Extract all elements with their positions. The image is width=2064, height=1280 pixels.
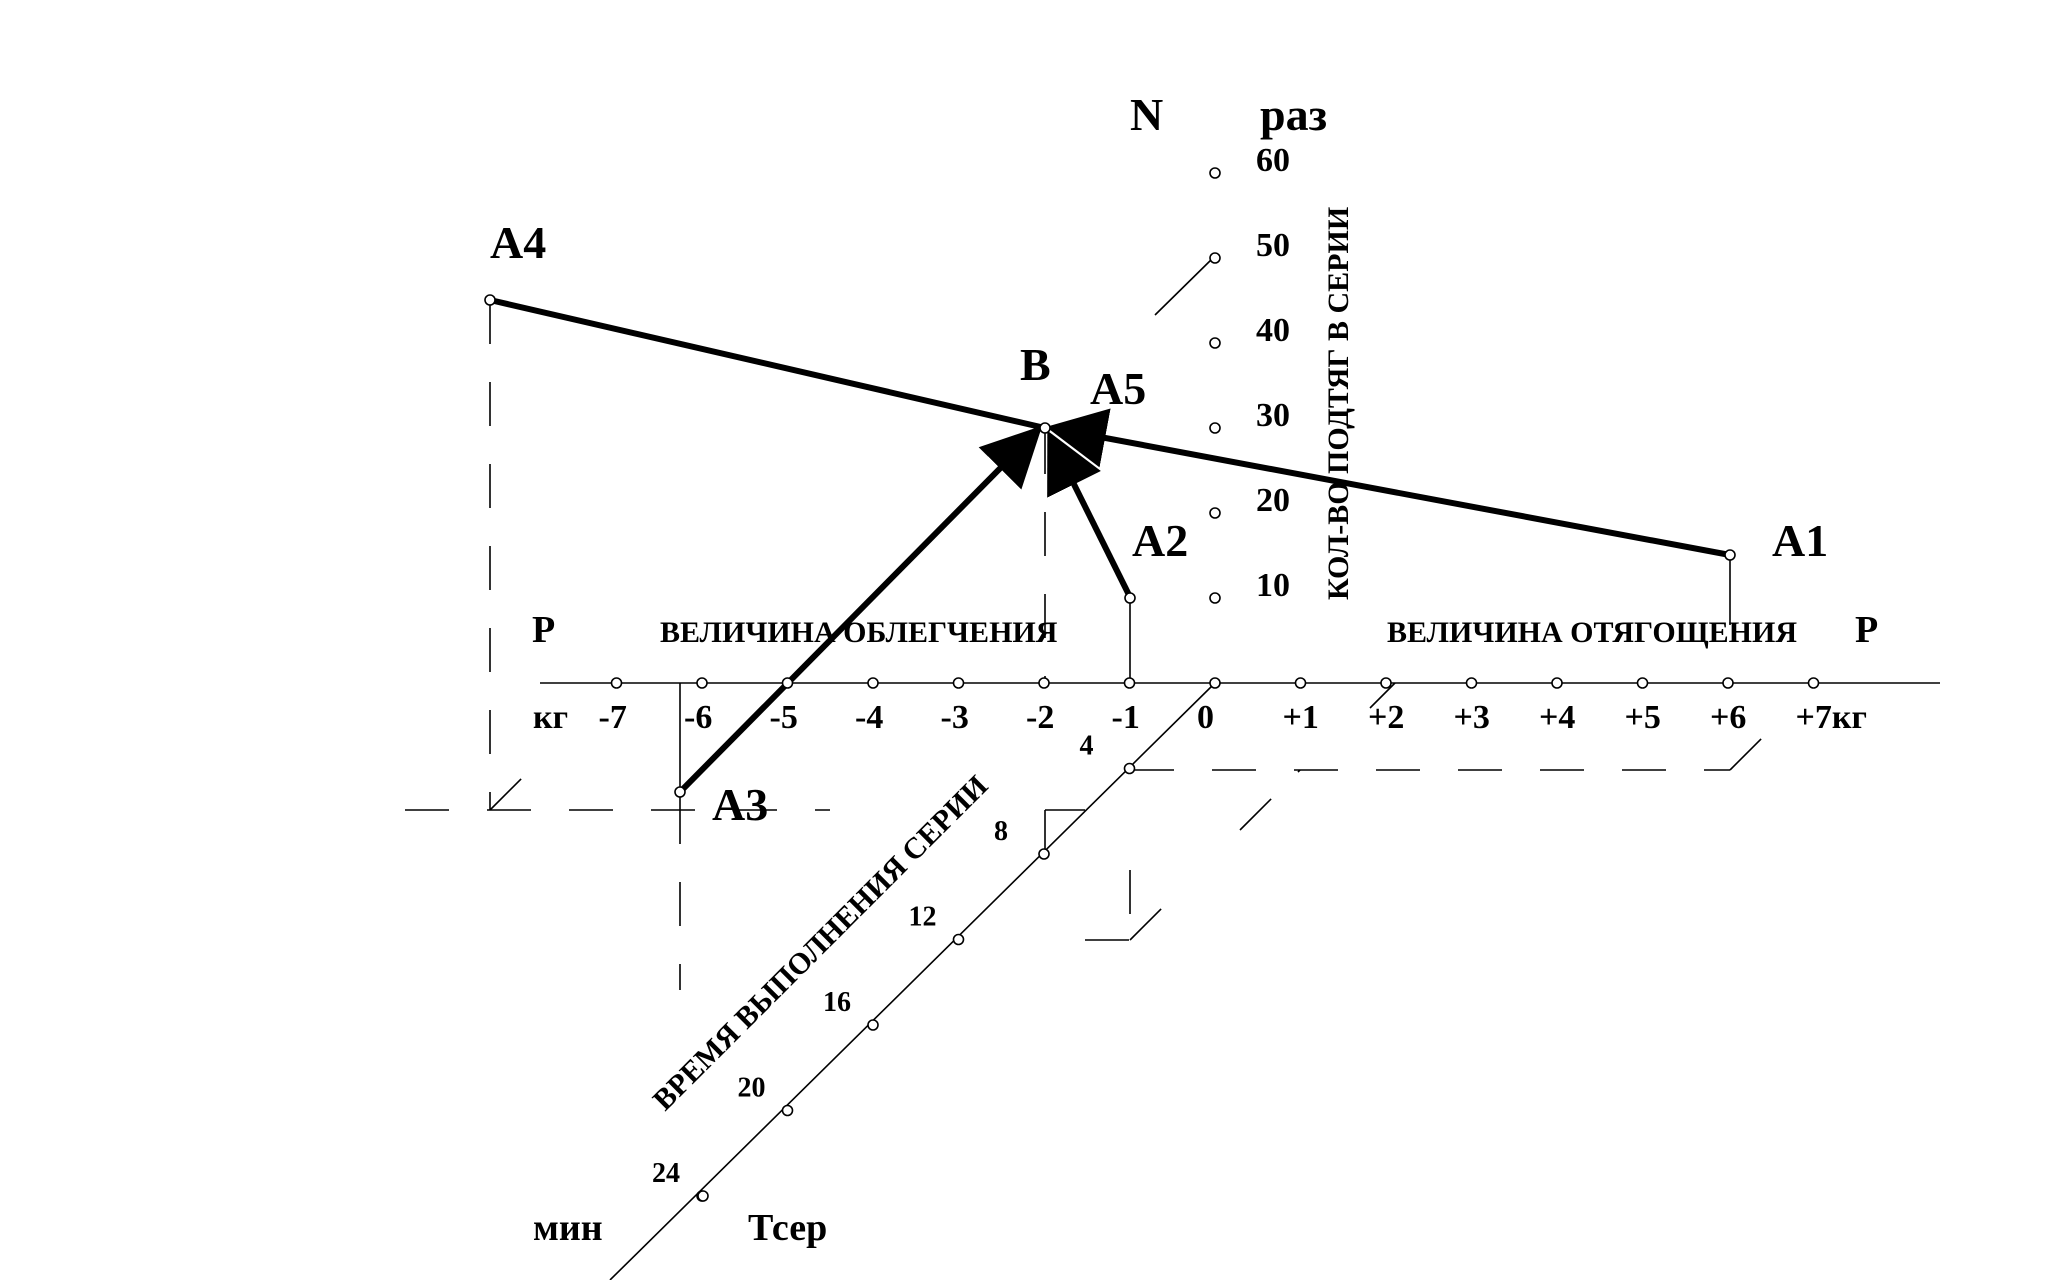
p-tick-label: +3	[1454, 699, 1490, 736]
time-axis	[609, 682, 1216, 1280]
point-a4-marker	[484, 294, 496, 306]
n-tick-dot	[1209, 592, 1221, 604]
p-tick-dot	[781, 677, 794, 689]
n-tick-label: 20	[1256, 482, 1290, 519]
point-label-a5: A5	[1090, 363, 1146, 414]
kg-left-label: кг	[533, 699, 568, 736]
p-tick-dot	[1294, 677, 1307, 689]
p-tick-label: 0	[1197, 699, 1214, 736]
p-tick-label: +5	[1625, 699, 1661, 736]
p-tick-label: -3	[941, 699, 969, 736]
p-axis-tick-labels: -7 -6 -5 -4 -3 -2 -1 0 +1 +2 +3 +4 +5 +6 +7кг	[599, 699, 1867, 736]
point-label-a1: A1	[1772, 515, 1828, 566]
p-tick-dot	[1807, 677, 1820, 689]
n-axis-tick-labels: 10 20 30 40 50 60	[1256, 142, 1290, 604]
vector-a1-b	[1046, 408, 1731, 558]
projection-lines	[405, 300, 1771, 990]
vector-a4-b	[489, 297, 1046, 431]
p-tick-label: +4	[1539, 699, 1575, 736]
point-b-marker	[1039, 422, 1051, 434]
n-tick-label: 60	[1256, 142, 1290, 179]
n-tick-label: 50	[1256, 227, 1290, 264]
tser-label: Тсер	[748, 1207, 827, 1249]
point-24-extra-marker	[697, 1190, 709, 1202]
t-tick-label: 8	[994, 816, 1008, 847]
point-label-b: B	[1020, 339, 1051, 390]
n-tick-dot	[1209, 507, 1221, 519]
p-tick-dot	[1465, 677, 1478, 689]
p-left-label: P	[532, 609, 555, 651]
p-tick-dot	[1123, 677, 1136, 689]
p-tick-dot	[1209, 677, 1221, 689]
n-tick-dot	[1209, 252, 1221, 264]
n-axis-dots	[1209, 167, 1221, 604]
p-tick-dot	[610, 677, 623, 689]
point-a3-marker	[674, 786, 686, 798]
t-tick-dot	[952, 933, 965, 946]
t-tick-label: 16	[823, 987, 851, 1018]
p-axis-dots	[610, 677, 1820, 689]
p-tick-dot	[952, 677, 965, 689]
vector-a2-b	[1047, 430, 1133, 599]
p-tick-label: -5	[770, 699, 798, 736]
time-caption: ВРЕМЯ ВЫПОЛНЕНИЯ СЕРИИ	[647, 769, 995, 1117]
p-tick-label: +2	[1368, 699, 1404, 736]
n-tick-dot	[1209, 337, 1221, 349]
p-tick-dot	[1380, 677, 1392, 689]
p-tick-dot	[1722, 677, 1734, 689]
pullups-caption: КОЛ-ВО ПОДТЯГ В СЕРИИ	[1322, 207, 1355, 600]
p-tick-label: -7	[599, 699, 627, 736]
n-tick-dot	[1209, 422, 1221, 434]
vector-a3-b	[677, 425, 1043, 795]
t-tick-label: 20	[738, 1073, 766, 1104]
t-tick-label: 12	[909, 902, 937, 933]
n-label: N	[1130, 89, 1163, 140]
point-a2-marker	[1124, 592, 1136, 604]
p-tick-dot	[1551, 677, 1563, 689]
point-label-a4: A4	[490, 217, 546, 268]
p-tick-dot	[1636, 677, 1649, 689]
times-label: раз	[1260, 89, 1327, 140]
lightening-caption: ВЕЛИЧИНА ОБЛЕГЧЕНИЯ	[660, 616, 1058, 649]
t-tick-dot	[867, 1019, 879, 1031]
point-label-a3: A3	[712, 779, 768, 830]
p-tick-dot	[696, 677, 708, 689]
weighting-caption: ВЕЛИЧИНА ОТЯГОЩЕНИЯ	[1387, 616, 1797, 649]
p-tick-label: -6	[684, 699, 712, 736]
p-tick-label: +6	[1710, 699, 1746, 736]
p-guide-line	[1369, 682, 1396, 709]
p-tick-label: -4	[855, 699, 883, 736]
t-tick-dot	[781, 1104, 794, 1117]
p-tick-dot	[1038, 677, 1050, 689]
n-tick-label: 10	[1256, 567, 1290, 604]
n-tick-label: 30	[1256, 397, 1290, 434]
t-tick-label: 24	[652, 1158, 680, 1189]
t-axis-tick-labels: 4 8 12 16 20 24	[652, 731, 1094, 1190]
p-right-label: P	[1855, 609, 1878, 651]
p-tick-label: -2	[1026, 699, 1054, 736]
n-tick-label: 40	[1256, 312, 1290, 349]
n-tick-dot	[1209, 167, 1221, 179]
p-tick-dot	[867, 677, 879, 689]
p-tick-label: +7кг	[1796, 699, 1867, 736]
t-tick-label: 4	[1080, 731, 1094, 762]
point-a1-marker	[1724, 549, 1736, 561]
p-tick-label: +1	[1283, 699, 1319, 736]
t-tick-dot	[1123, 762, 1136, 775]
p-tick-label: -1	[1112, 699, 1140, 736]
n-guide-line	[1154, 255, 1216, 316]
point-label-a2: A2	[1132, 515, 1188, 566]
min-label: мин	[533, 1207, 603, 1249]
t-tick-dot	[1038, 848, 1050, 860]
